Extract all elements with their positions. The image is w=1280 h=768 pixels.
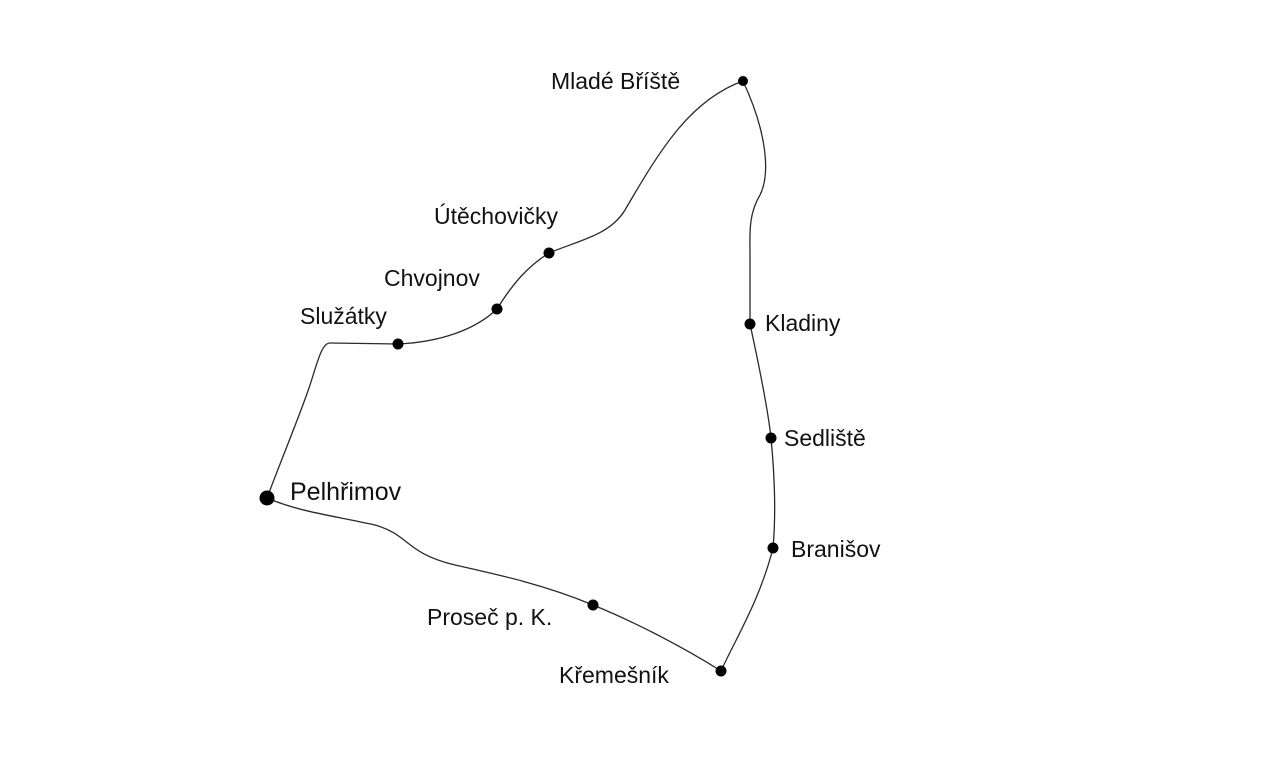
label-branisov: Branišov — [791, 536, 881, 562]
label-sedliste: Sedliště — [784, 425, 866, 451]
marker-mlade-briste[interactable] — [738, 76, 748, 86]
label-kremesnik: Křemešník — [559, 662, 669, 688]
label-kladiny: Kladiny — [765, 310, 841, 336]
marker-kremesnik[interactable] — [715, 665, 727, 677]
label-utechovicky: Útěchovičky — [434, 203, 558, 229]
route-loop-line — [266, 80, 776, 672]
label-mlade-briste: Mladé Bříště — [551, 68, 680, 94]
marker-sedliste[interactable] — [765, 432, 777, 444]
marker-prosec[interactable] — [587, 599, 599, 611]
label-sluzatky: Služátky — [300, 303, 387, 329]
marker-utechovicky[interactable] — [543, 247, 555, 259]
label-pelhrimov: Pelhřimov — [290, 478, 402, 506]
marker-branisov[interactable] — [767, 542, 779, 554]
marker-chvojnov[interactable] — [491, 303, 503, 315]
marker-sluzatky[interactable] — [392, 338, 404, 350]
marker-kladiny[interactable] — [744, 318, 756, 330]
label-prosec: Proseč p. K. — [427, 604, 552, 630]
label-chvojnov: Chvojnov — [384, 265, 480, 291]
marker-pelhrimov[interactable] — [259, 490, 275, 506]
